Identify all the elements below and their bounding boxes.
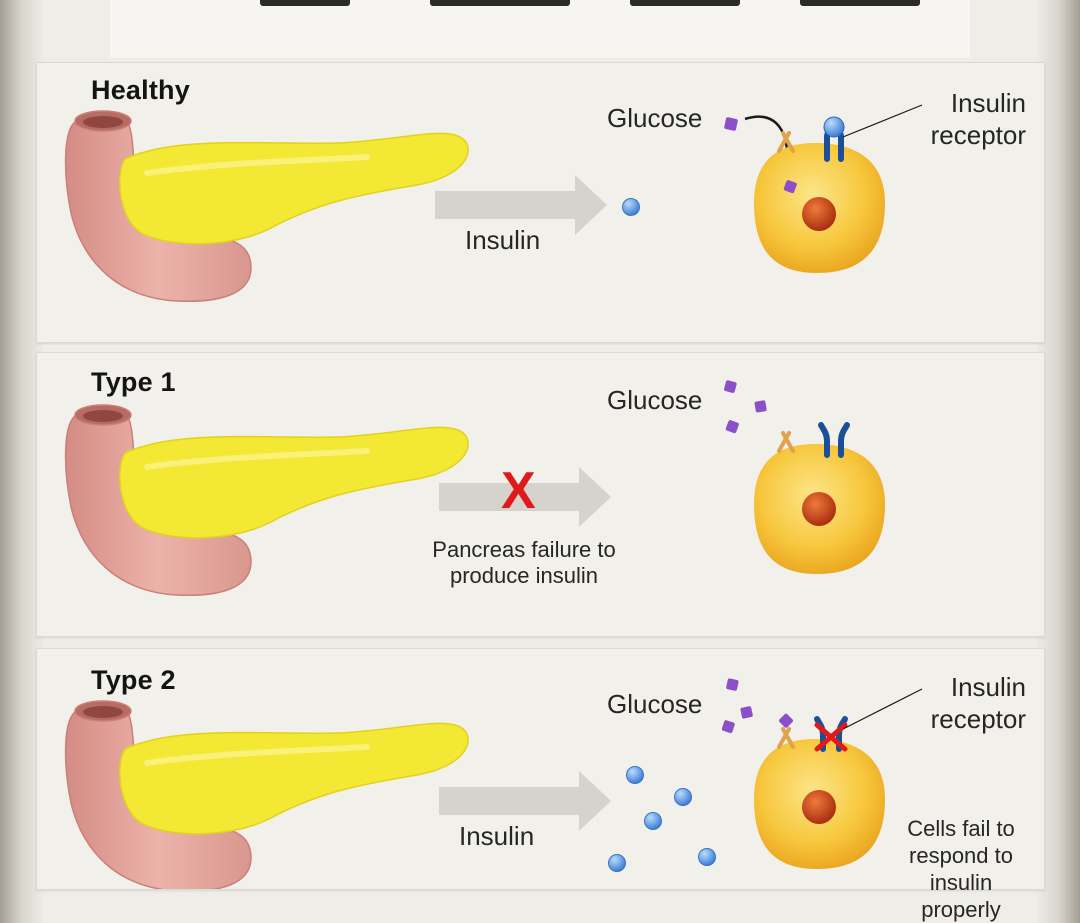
insulin-molecule-icon	[608, 766, 716, 872]
insulin-receptor-icon	[818, 422, 850, 458]
arrow-icon	[435, 175, 607, 235]
pancreas-icon	[64, 700, 469, 889]
pancreas-icon	[64, 110, 469, 303]
cell-icon	[754, 727, 885, 869]
cell-icon	[754, 131, 885, 273]
glucose-label: Glucose	[607, 103, 703, 133]
panel-healthy: Healthy Glucose Insulin Insulin receptor	[36, 62, 1045, 343]
x-mark-icon: X	[501, 462, 536, 520]
insulin-receptor-icon	[823, 116, 845, 162]
pancreas-icon	[64, 404, 469, 597]
panel-type2: Type 2 Glucose Insulin Insulin receptor …	[36, 648, 1045, 922]
glucose-molecule-icon	[724, 380, 767, 434]
cell-icon	[754, 431, 885, 574]
panel-title-type2: Type 2	[91, 665, 176, 695]
insulin-receptor-label: Insulin receptor	[930, 672, 1026, 734]
insulin-label: Insulin	[459, 821, 535, 851]
pancreas-failure-label: Pancreas failure to produce insulin	[432, 537, 616, 588]
type1-diagram	[64, 380, 885, 597]
insulin-label: Insulin	[465, 225, 541, 255]
panel-title-type1: Type 1	[91, 367, 176, 397]
type2-diagram	[64, 678, 923, 889]
glucose-molecule-icon	[724, 117, 738, 131]
insulin-receptor-label: Insulin receptor	[930, 88, 1026, 150]
glucose-label: Glucose	[607, 689, 703, 719]
glucose-label: Glucose	[607, 385, 703, 415]
top-header-strip	[110, 0, 970, 58]
glucose-molecule-icon	[721, 678, 793, 734]
insulin-molecule-icon	[622, 198, 640, 216]
cells-fail-note: Cells fail to respond to insulin properl…	[907, 816, 1015, 922]
arrow-icon	[439, 771, 611, 831]
panel-title-healthy: Healthy	[91, 75, 190, 105]
healthy-diagram	[64, 104, 923, 303]
arrow-icon	[439, 467, 611, 527]
panel-type1: Type 1 Glucose X Pancreas failure to pro…	[36, 352, 1045, 637]
insulin-receptor-icon	[814, 716, 848, 752]
